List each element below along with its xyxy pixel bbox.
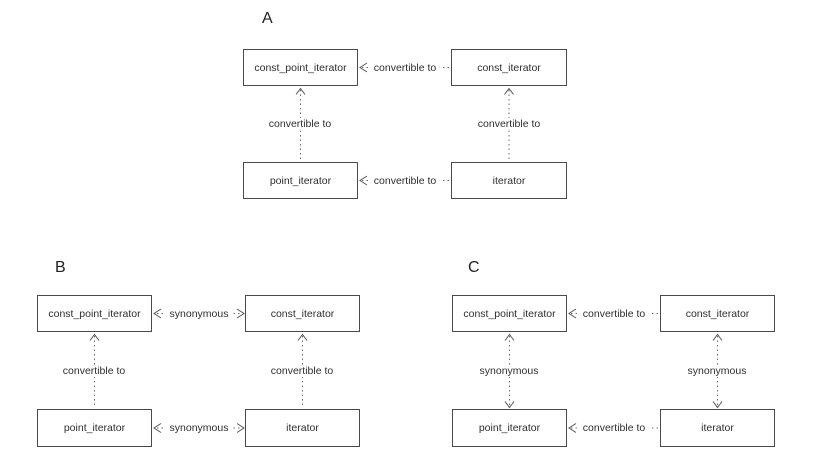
diagram-b-edge-right-up-arrowhead-icon [297,333,308,341]
diagram-c-node-iterator: iterator [660,409,775,447]
diagram-a-edge-right-label: convertible to [473,118,545,130]
diagram-b-edge-bottom-left-arrowhead-icon [153,423,162,433]
diagram-c-edge-right-down-arrowhead-icon [712,401,723,409]
diagram-c-node-point-iterator: point_iterator [452,409,567,447]
diagram-a-edge-right-up-arrowhead-icon [504,87,514,95]
diagram-a-edge-top-left-arrowhead-icon [359,62,368,73]
diagram-b-edge-top-right-arrowhead-icon [236,308,245,319]
diagram-b-node-iterator: iterator [245,409,360,447]
diagram-b-edge-bottom-label: synonymous [165,422,233,434]
diagram-a-label: A [262,10,273,27]
diagram-c-edge-left-up-arrowhead-icon [504,333,515,341]
diagram-b-label: B [55,259,66,276]
diagram-b-node-point-iterator: point_iterator [37,409,152,447]
diagram-a-node-iterator: iterator [451,162,567,199]
diagram-c-edge-bottom-label: convertible to [578,422,650,434]
diagram-a-node-const-point-iterator: const_point_iterator [243,49,358,86]
diagram-b-edge-left-up-arrowhead-icon [89,333,100,341]
diagram-c-edge-left-label: synonymous [475,365,543,377]
diagram-a-node-const-iterator: const_iterator [451,49,567,86]
diagram-c-edge-left-down-arrowhead-icon [504,401,515,409]
diagram-a-edge-left-label: convertible to [264,118,336,130]
diagram-a-edge-bottom-left-arrowhead-icon [359,175,368,186]
diagram-b-node-const-iterator: const_iterator [245,295,360,332]
diagram-c-edge-top-label: convertible to [578,308,650,320]
diagram-c-edge-top-left-arrowhead-icon [568,308,577,319]
diagram-c-edge-bottom-left-arrowhead-icon [568,423,577,433]
diagram-c-label: C [468,259,480,276]
diagram-b-edge-left-label: convertible to [58,365,130,377]
diagram-c-edge-right-up-arrowhead-icon [712,333,723,341]
diagram-a-node-point-iterator: point_iterator [243,162,358,199]
diagram-a-edge-top-label: convertible to [369,62,441,74]
diagram-a-edge-left-up-arrowhead-icon [295,87,306,95]
diagram-b-edge-right-label: convertible to [266,365,338,377]
diagram-c-node-const-point-iterator: const_point_iterator [452,295,567,332]
diagram-c-node-const-iterator: const_iterator [660,295,775,332]
diagram-b-edge-bottom-right-arrowhead-icon [236,423,245,433]
diagram-b-node-const-point-iterator: const_point_iterator [37,295,152,332]
diagram-b-edge-top-label: synonymous [165,308,233,320]
diagram-b-edge-top-left-arrowhead-icon [153,308,162,319]
diagram-c-edge-right-label: synonymous [683,365,751,377]
diagram-a-edge-bottom-label: convertible to [369,175,441,187]
